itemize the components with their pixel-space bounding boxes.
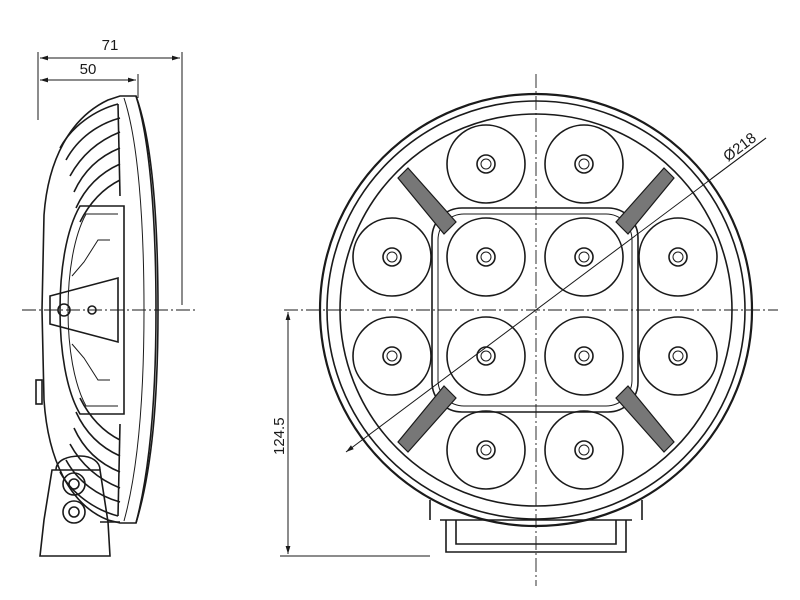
led-lens xyxy=(574,247,594,267)
led-lens xyxy=(476,440,496,460)
drl-strip-bottom-right xyxy=(615,385,675,453)
front-view: Ø218 124.5 xyxy=(271,74,778,586)
dimension-label-71: 71 xyxy=(102,37,119,54)
led-lens xyxy=(476,346,496,366)
cooling-fins xyxy=(59,103,121,517)
led-reflector xyxy=(544,124,624,204)
led-reflector xyxy=(446,316,526,396)
led-lens xyxy=(574,346,594,366)
dimension-body-depth: 50 xyxy=(40,61,139,98)
led-reflector xyxy=(544,316,624,396)
led-reflector xyxy=(446,217,526,297)
led-lens xyxy=(382,346,402,366)
led-reflector xyxy=(544,217,624,297)
led-lens xyxy=(574,440,594,460)
dimension-center-height: 124.5 xyxy=(271,312,430,557)
led-reflector xyxy=(638,316,718,396)
led-lens xyxy=(382,247,402,267)
dimension-label-124-5: 124.5 xyxy=(271,417,288,455)
led-lens xyxy=(668,247,688,267)
led-reflector xyxy=(544,410,624,490)
led-lens xyxy=(476,154,496,174)
diameter-leader xyxy=(345,137,767,453)
inner-frame xyxy=(431,207,639,413)
side-rib xyxy=(35,379,43,405)
drl-strip-bottom-left xyxy=(397,385,457,453)
lens-bezel xyxy=(123,97,145,522)
led-array xyxy=(352,124,718,490)
dimension-label-diameter: Ø218 xyxy=(720,130,760,166)
front-mount xyxy=(429,500,643,553)
inner-ring xyxy=(339,113,733,507)
outer-ring xyxy=(318,92,754,528)
side-view: 71 50 xyxy=(22,37,196,557)
dimension-label-50: 50 xyxy=(80,61,97,78)
lens-edge xyxy=(135,95,159,524)
led-reflector xyxy=(446,124,526,204)
led-lens xyxy=(574,154,594,174)
led-lens xyxy=(668,346,688,366)
led-reflector xyxy=(446,410,526,490)
drl-strip-top-left xyxy=(397,167,457,235)
inner-frame-inner xyxy=(437,213,633,407)
led-reflector xyxy=(352,217,432,297)
led-reflector xyxy=(638,217,718,297)
drl-strips xyxy=(397,167,675,453)
bezel-ring xyxy=(326,100,746,520)
dimension-overall-depth: 71 xyxy=(37,37,183,305)
mounting-bracket xyxy=(39,455,120,557)
led-lens xyxy=(476,247,496,267)
led-reflector xyxy=(352,316,432,396)
drl-strip-top-right xyxy=(615,167,675,235)
